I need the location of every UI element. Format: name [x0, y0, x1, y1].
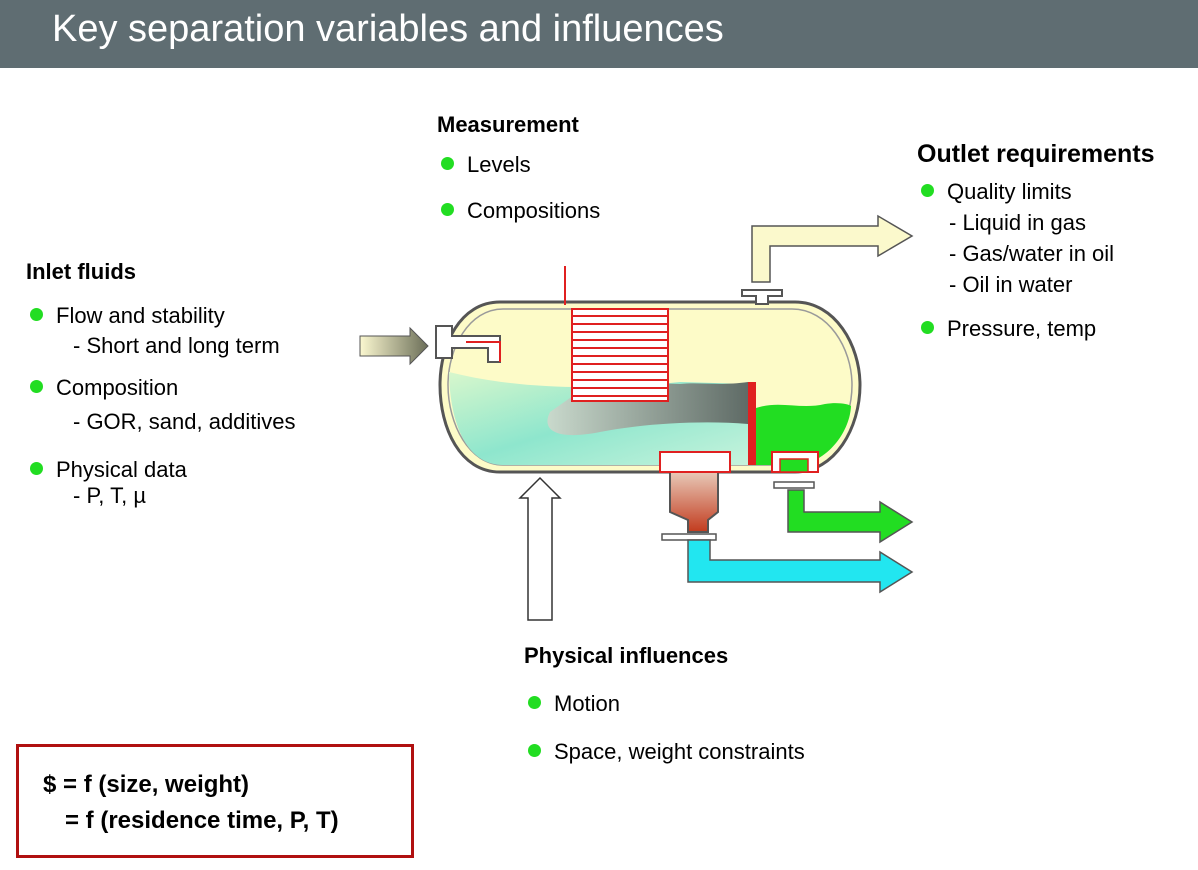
inlet-item-composition: Composition	[30, 375, 300, 401]
bullet-icon	[921, 321, 934, 334]
outlet-item-pressure-temp: Pressure, temp	[921, 316, 1159, 342]
oil-outlet-arrow	[787, 489, 914, 544]
inlet-sub-flow: - Short and long term	[73, 333, 280, 358]
measurement-block: Measurement Levels Compositions	[437, 112, 600, 224]
inlet-item-flow: Flow and stability	[30, 303, 300, 329]
bullet-icon	[30, 308, 43, 321]
physical-heading: Physical influences	[524, 643, 729, 668]
formula-line-2: = f (residence time, P, T)	[65, 807, 339, 834]
coalescer-pack	[571, 308, 669, 402]
outlet-requirements-block: Outlet requirements Quality limits - Liq…	[917, 140, 1155, 342]
bullet-icon	[528, 744, 541, 757]
measurement-heading: Measurement	[437, 112, 579, 137]
inlet-nozzle	[435, 325, 501, 363]
page-title: Key separation variables and influences	[52, 8, 724, 50]
inlet-item-physical-data: Physical data	[30, 457, 300, 483]
bullet-icon	[528, 696, 541, 709]
inlet-sub-physical-data: - P, T, µ	[73, 483, 147, 508]
inlet-arrow	[359, 326, 429, 366]
physical-influence-arrow	[518, 476, 562, 621]
inlet-fluids-block: Inlet fluids Flow and stability - Short …	[26, 259, 296, 509]
gas-outlet-nozzle	[741, 289, 783, 305]
gas-outlet-arrow	[751, 214, 914, 283]
cost-formula-box: $ = f (size, weight) = f (residence time…	[16, 744, 414, 858]
oil-bucket-liquid	[756, 403, 851, 465]
inlet-sub-composition: - GOR, sand, additives	[73, 409, 296, 434]
weir-plate	[748, 382, 756, 465]
outlet-sub-liquid-in-gas: - Liquid in gas	[949, 210, 1086, 235]
physical-item-space-weight: Space, weight constraints	[528, 739, 805, 765]
inlet-heading: Inlet fluids	[26, 259, 136, 284]
water-outlet-arrow	[687, 539, 914, 594]
outlet-sub-oil-in-water: - Oil in water	[949, 272, 1073, 297]
outlet-item-quality-limits: Quality limits	[921, 179, 1159, 205]
outlet-sub-gas-water-in-oil: - Gas/water in oil	[949, 241, 1115, 266]
bullet-icon	[441, 157, 454, 170]
bullet-icon	[30, 380, 43, 393]
physical-influences-block: Physical influences Motion Space, weight…	[524, 643, 805, 765]
outlet-heading: Outlet requirements	[917, 140, 1155, 168]
measurement-item-compositions: Compositions	[441, 198, 600, 224]
bullet-icon	[441, 203, 454, 216]
bullet-icon	[30, 462, 43, 475]
bullet-icon	[921, 184, 934, 197]
measurement-item-levels: Levels	[441, 152, 600, 178]
title-bar: Key separation variables and influences	[0, 0, 1198, 68]
formula-line-1: $ = f (size, weight)	[43, 771, 250, 798]
physical-item-motion: Motion	[528, 691, 805, 717]
water-boot	[669, 471, 719, 533]
